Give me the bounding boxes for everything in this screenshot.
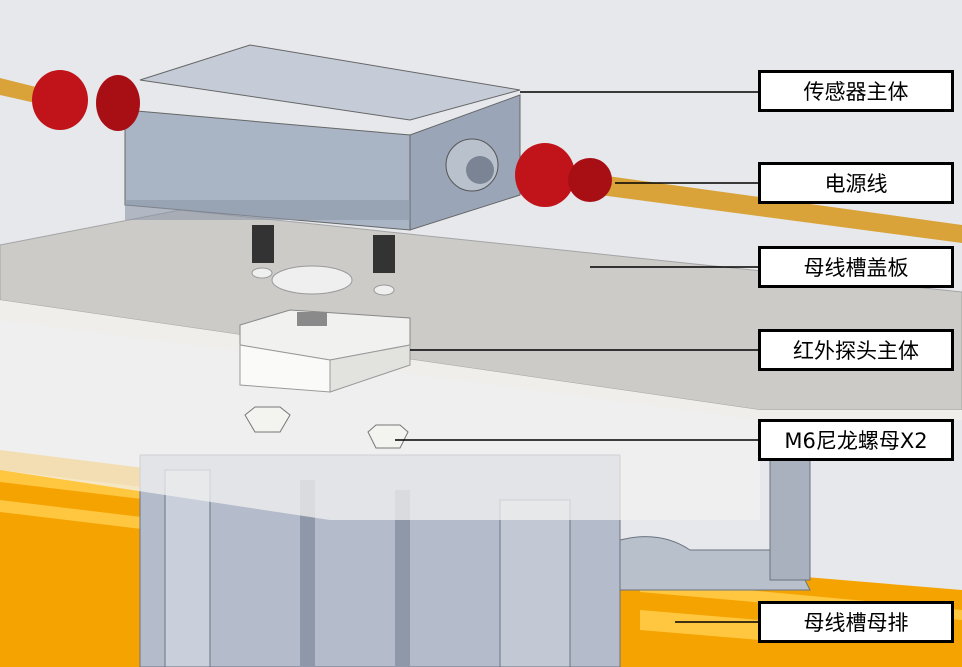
screws xyxy=(252,225,395,273)
ir-probe xyxy=(239,309,411,393)
label-ir-probe-body: 红外探头主体 xyxy=(758,329,954,371)
cable-connectors xyxy=(32,70,612,207)
label-sensor-body: 传感器主体 xyxy=(758,70,954,112)
label-busbar: 母线槽母排 xyxy=(758,601,954,643)
sensor-housing xyxy=(124,44,521,231)
nylon-nuts xyxy=(244,406,409,449)
label-busway-cover: 母线槽盖板 xyxy=(758,246,954,288)
power-cables xyxy=(0,78,962,243)
label-power-cable: 电源线 xyxy=(758,162,954,204)
label-nylon-nut: M6尼龙螺母X2 xyxy=(758,419,954,461)
leader-lines xyxy=(395,91,758,623)
